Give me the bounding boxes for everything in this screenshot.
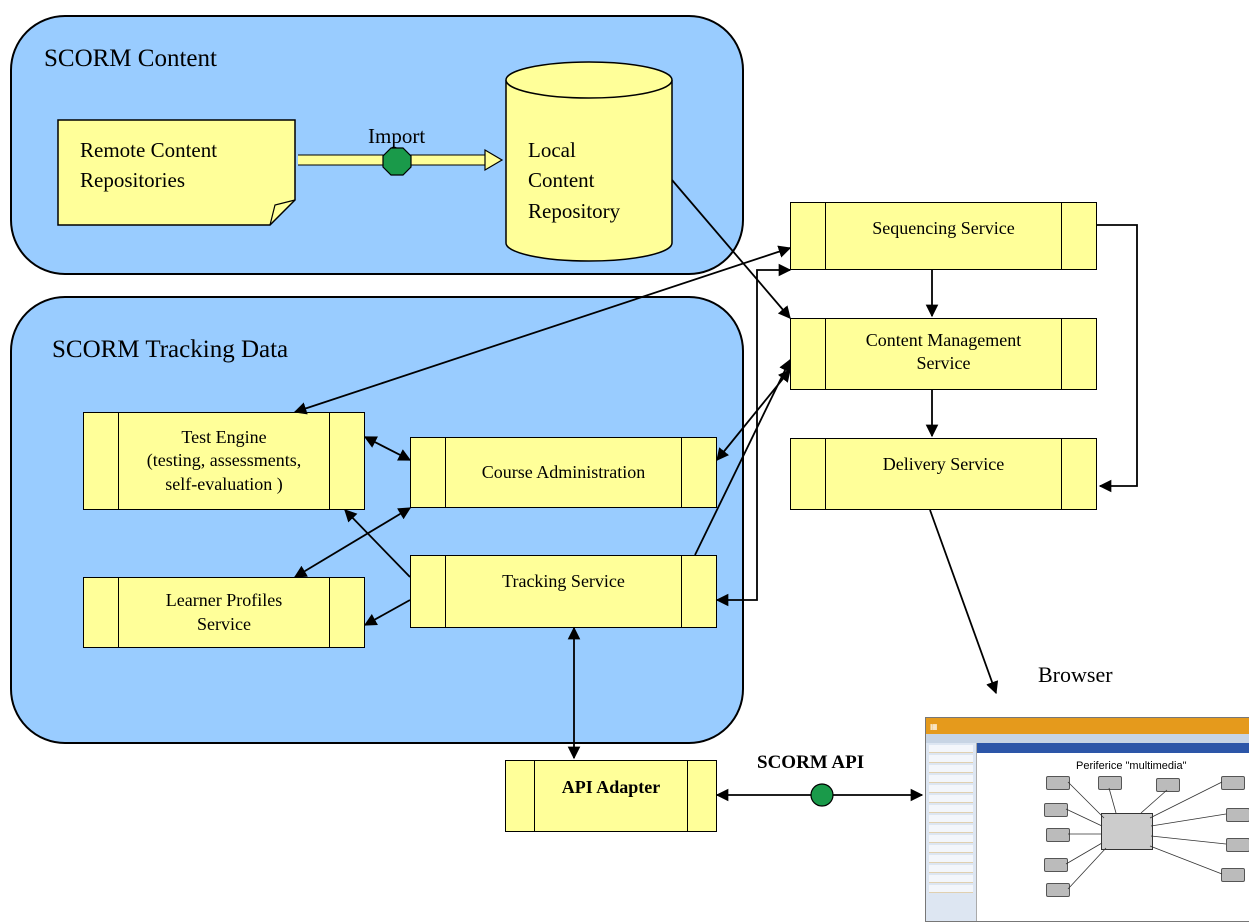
device-icon <box>1226 838 1249 852</box>
test-engine-box[interactable]: Test Engine (testing, assessments, self-… <box>83 412 365 510</box>
api-adapter-label: API Adapter <box>561 777 661 798</box>
device-icon <box>1044 858 1068 872</box>
browser-label: Browser <box>1038 662 1113 687</box>
course-administration-label: Course Administration <box>481 461 646 482</box>
tracking-service-label: Tracking Service <box>502 571 625 591</box>
local-repository-label: Local Content Repository <box>528 138 621 223</box>
tracking-service-box[interactable]: Tracking Service <box>410 555 717 628</box>
scorm-tracking-region: SCORM Tracking Data <box>10 296 744 744</box>
sequencing-service-label: Sequencing Service <box>872 218 1015 238</box>
import-label: Import <box>368 124 426 148</box>
learner-profiles-box[interactable]: Learner Profiles Service <box>83 577 365 648</box>
scorm-api-node <box>810 783 834 807</box>
content-management-label: Content Management Service <box>865 330 1022 374</box>
browser-tabs <box>926 734 1249 743</box>
device-icon <box>1046 828 1070 842</box>
delivery-service-label: Delivery Service <box>882 454 1005 474</box>
scorm-content-title: SCORM Content <box>44 45 217 72</box>
device-icon <box>1046 883 1070 897</box>
scorm-api-label: SCORM API <box>757 752 865 773</box>
test-engine-label: Test Engine (testing, assessments, self-… <box>146 426 302 494</box>
delivery-service-box[interactable]: Delivery Service <box>790 438 1097 510</box>
api-adapter-box[interactable]: API Adapter <box>505 760 717 832</box>
browser-page-title: Periferice "multimedia" <box>1076 760 1187 772</box>
sequencing-service-box[interactable]: Sequencing Service <box>790 202 1097 270</box>
computer-icon <box>1101 813 1153 850</box>
device-icon <box>1156 778 1180 792</box>
browser-sidebar <box>926 743 977 921</box>
browser-urlbar <box>977 743 1249 753</box>
scorm-tracking-title: SCORM Tracking Data <box>52 336 289 363</box>
learner-profiles-label: Learner Profiles Service <box>165 590 283 634</box>
browser-topbar: ▦ <box>926 718 1249 734</box>
course-administration-box[interactable]: Course Administration <box>410 437 717 508</box>
content-management-box[interactable]: Content Management Service <box>790 318 1097 390</box>
device-icon <box>1221 776 1245 790</box>
remote-content-label: Remote Content Repositories <box>80 138 218 193</box>
device-icon <box>1221 868 1245 882</box>
browser-screenshot: ▦ Periferice "multimedia" <box>925 717 1249 922</box>
device-connectors <box>1065 781 1227 890</box>
device-icon <box>1098 776 1122 790</box>
device-icon <box>1226 808 1249 822</box>
